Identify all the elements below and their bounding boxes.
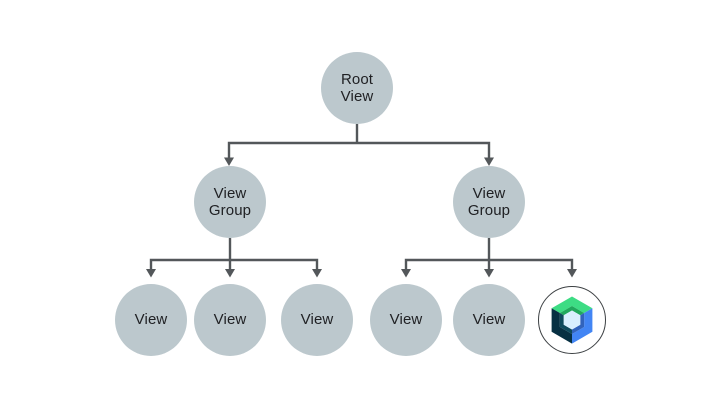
jetpack-compose-icon bbox=[551, 296, 593, 344]
node-label: View bbox=[389, 311, 423, 329]
node-view-2: View bbox=[194, 284, 266, 356]
arrowhead-icon bbox=[225, 269, 235, 278]
edges-root-to-groups bbox=[224, 124, 494, 166]
node-label: Root View bbox=[340, 70, 374, 105]
node-view-5: View bbox=[453, 284, 525, 356]
node-label: View bbox=[134, 311, 168, 329]
arrowhead-icon bbox=[484, 157, 494, 166]
node-view-3: View bbox=[281, 284, 353, 356]
node-view-group-left: View Group bbox=[194, 166, 266, 238]
arrowhead-icon bbox=[484, 269, 494, 278]
node-compose bbox=[538, 286, 606, 354]
edge-line bbox=[149, 258, 319, 269]
edges-left-group-to-children bbox=[146, 238, 322, 278]
node-root-view: Root View bbox=[321, 52, 393, 124]
node-view-1: View bbox=[115, 284, 187, 356]
node-label: View Group bbox=[208, 184, 252, 219]
arrowhead-icon bbox=[146, 269, 156, 278]
node-view-group-right: View Group bbox=[453, 166, 525, 238]
edges-right-group-to-children bbox=[401, 238, 577, 278]
edge-line bbox=[227, 141, 491, 159]
node-label: View bbox=[472, 311, 506, 329]
node-view-4: View bbox=[370, 284, 442, 356]
node-label: View Group bbox=[467, 184, 511, 219]
arrowhead-icon bbox=[401, 269, 411, 278]
node-label: View bbox=[300, 311, 334, 329]
arrowhead-icon bbox=[224, 157, 234, 166]
arrowhead-icon bbox=[567, 269, 577, 278]
node-label: View bbox=[213, 311, 247, 329]
edge-line bbox=[404, 258, 574, 269]
arrowhead-icon bbox=[312, 269, 322, 278]
